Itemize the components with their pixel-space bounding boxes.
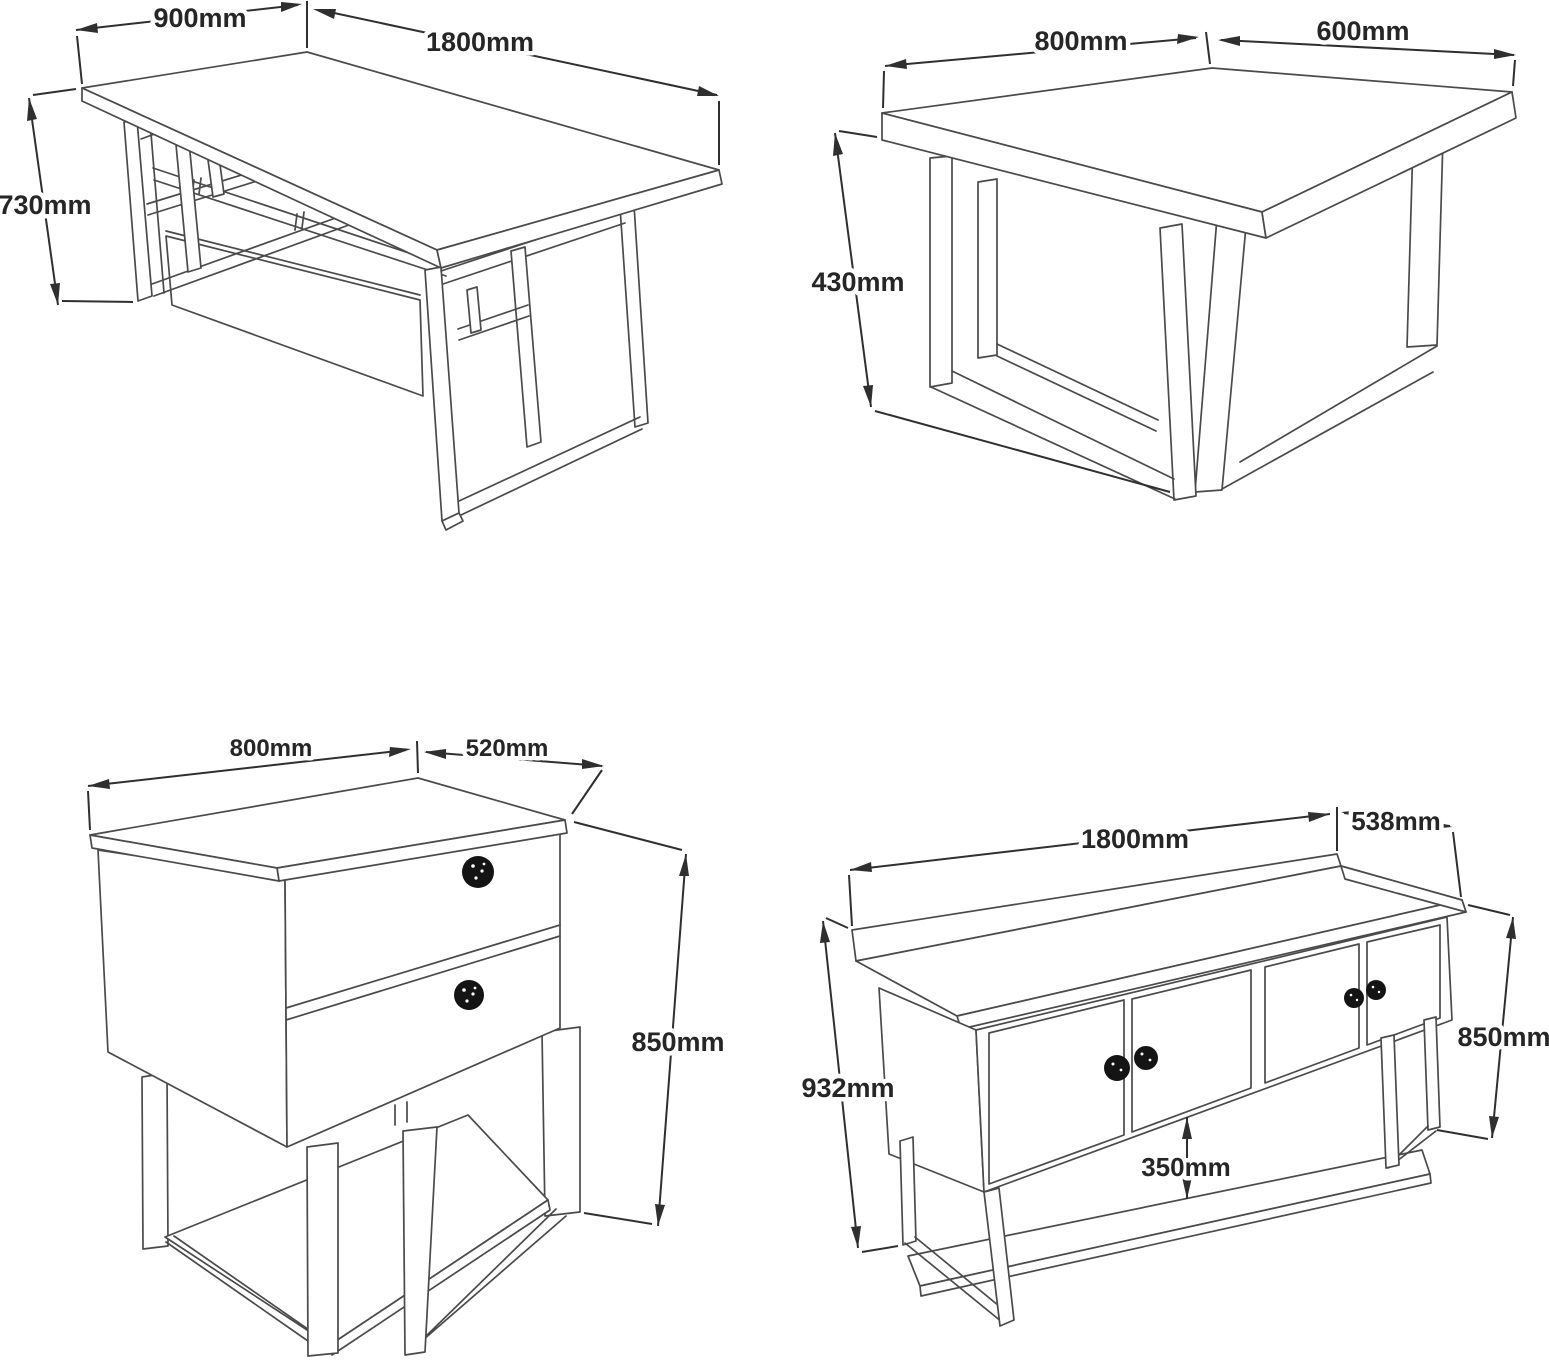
coffee-table-right-leg xyxy=(1194,137,1444,493)
arrow-icon xyxy=(424,749,446,759)
arrow-icon xyxy=(281,2,302,12)
arrow-icon xyxy=(582,759,604,769)
arrow-icon xyxy=(1506,917,1516,939)
desk-right-leg-frame xyxy=(424,204,649,531)
sideboard-top xyxy=(855,865,1467,1030)
coffee-table-depth-label: 600mm xyxy=(1316,16,1409,46)
desk-depth-dim-line xyxy=(75,4,299,31)
sideboard-knobs xyxy=(1104,980,1386,1081)
nightstand-width-dim-line xyxy=(87,749,407,787)
sideboard-stand xyxy=(899,1016,1441,1327)
arrow-icon xyxy=(820,921,830,943)
nightstand-drawing: 800mm 520mm 850mm xyxy=(87,731,729,1357)
arrow-icon xyxy=(1341,810,1364,820)
desk-depth-label: 900mm xyxy=(153,3,246,33)
sideboard-door-4 xyxy=(1366,924,1441,1046)
sideboard-door-3 xyxy=(1264,943,1360,1084)
arrow-icon xyxy=(697,86,719,96)
coffee-table-width-label: 800mm xyxy=(1034,26,1127,56)
sideboard-door-2 xyxy=(1131,969,1252,1133)
coffee-table-width-dim-line xyxy=(884,37,1197,67)
arrow-icon xyxy=(1308,812,1330,822)
coffee-table-height-dim-line xyxy=(834,132,872,408)
nightstand-dimensions: 800mm 520mm 850mm xyxy=(87,731,729,1227)
nightstand-knob-bottom xyxy=(454,980,484,1010)
arrow-icon xyxy=(850,862,872,872)
coffee-table-furniture xyxy=(881,67,1517,501)
desk-back-panel xyxy=(165,235,424,397)
sideboard-door-1 xyxy=(988,999,1125,1185)
desk-dimensions: 900mm 1800mm 730mm xyxy=(0,0,720,306)
arrow-icon xyxy=(1182,1117,1192,1139)
arrow-icon xyxy=(389,747,411,757)
nightstand-width-label: 800mm xyxy=(230,735,313,762)
sideboard-dimensions: 1800mm 538mm 932mm 850mm 350mm xyxy=(797,802,1549,1253)
arrow-icon xyxy=(76,23,98,33)
sideboard-furniture xyxy=(851,853,1467,1327)
coffee-table-dimensions: 800mm 600mm 430mm xyxy=(807,12,1516,493)
coffee-table-drawing: 800mm 600mm 430mm xyxy=(807,12,1517,501)
sideboard-cabinet xyxy=(878,916,1453,1193)
arrow-icon xyxy=(851,1226,861,1248)
coffee-table-back-leg xyxy=(977,178,998,359)
coffee-table-front-leg xyxy=(929,155,1197,501)
sideboard-total-height-dim-line xyxy=(822,920,859,1249)
arrow-icon xyxy=(1430,819,1452,829)
coffee-table-top xyxy=(881,67,1517,239)
sideboard-side-height-label: 850mm xyxy=(1457,1022,1549,1052)
arrow-icon xyxy=(1489,1116,1499,1138)
desk-width-dim-line xyxy=(319,9,718,96)
nightstand-cabinet xyxy=(89,777,568,1148)
arrow-icon xyxy=(679,854,689,876)
desk-tabletop xyxy=(81,51,723,269)
desk-furniture xyxy=(81,51,723,531)
arrow-icon xyxy=(1218,36,1240,46)
sideboard-total-height-label: 932mm xyxy=(801,1073,894,1103)
arrow-icon xyxy=(1494,49,1516,59)
sideboard-side-height-dim-line xyxy=(1491,916,1514,1139)
arrow-icon xyxy=(50,283,60,305)
nightstand-knob-top xyxy=(462,856,494,888)
nightstand-height-label: 850mm xyxy=(631,1027,724,1057)
nightstand-depth-dim-line xyxy=(425,751,603,767)
desk-stretcher-rail xyxy=(152,167,447,277)
nightstand-shelf xyxy=(164,1114,549,1346)
desk-height-dim-line xyxy=(28,97,59,306)
arrow-icon xyxy=(863,385,873,407)
coffee-table-depth-dim-line xyxy=(1220,39,1515,56)
sideboard-shelf-clearance-label: 350mm xyxy=(1141,1152,1231,1182)
desk-drawing: 900mm 1800mm 730mm xyxy=(0,0,723,531)
nightstand-depth-label: 520mm xyxy=(466,735,549,762)
arrow-icon xyxy=(1182,1177,1192,1199)
arrow-icon xyxy=(1177,34,1199,44)
arrow-icon xyxy=(88,779,110,789)
coffee-table-height-label: 430mm xyxy=(811,267,904,297)
arrow-icon xyxy=(655,1204,665,1226)
nightstand-drawer-front xyxy=(284,830,561,1148)
desk-width-label: 1800mm xyxy=(426,27,534,57)
sideboard-width-label: 1800mm xyxy=(1081,824,1189,854)
nightstand-height-dim-line xyxy=(657,853,687,1227)
sideboard-width-dim-line xyxy=(849,813,1331,871)
arrow-icon xyxy=(313,9,336,19)
sideboard-depth-label: 538mm xyxy=(1351,806,1441,836)
arrow-icon xyxy=(27,98,37,121)
arrow-icon xyxy=(833,133,843,156)
desk-height-label: 730mm xyxy=(0,190,92,220)
sideboard-drawing: 1800mm 538mm 932mm 850mm 350mm xyxy=(797,802,1549,1327)
arrow-icon xyxy=(885,59,907,69)
